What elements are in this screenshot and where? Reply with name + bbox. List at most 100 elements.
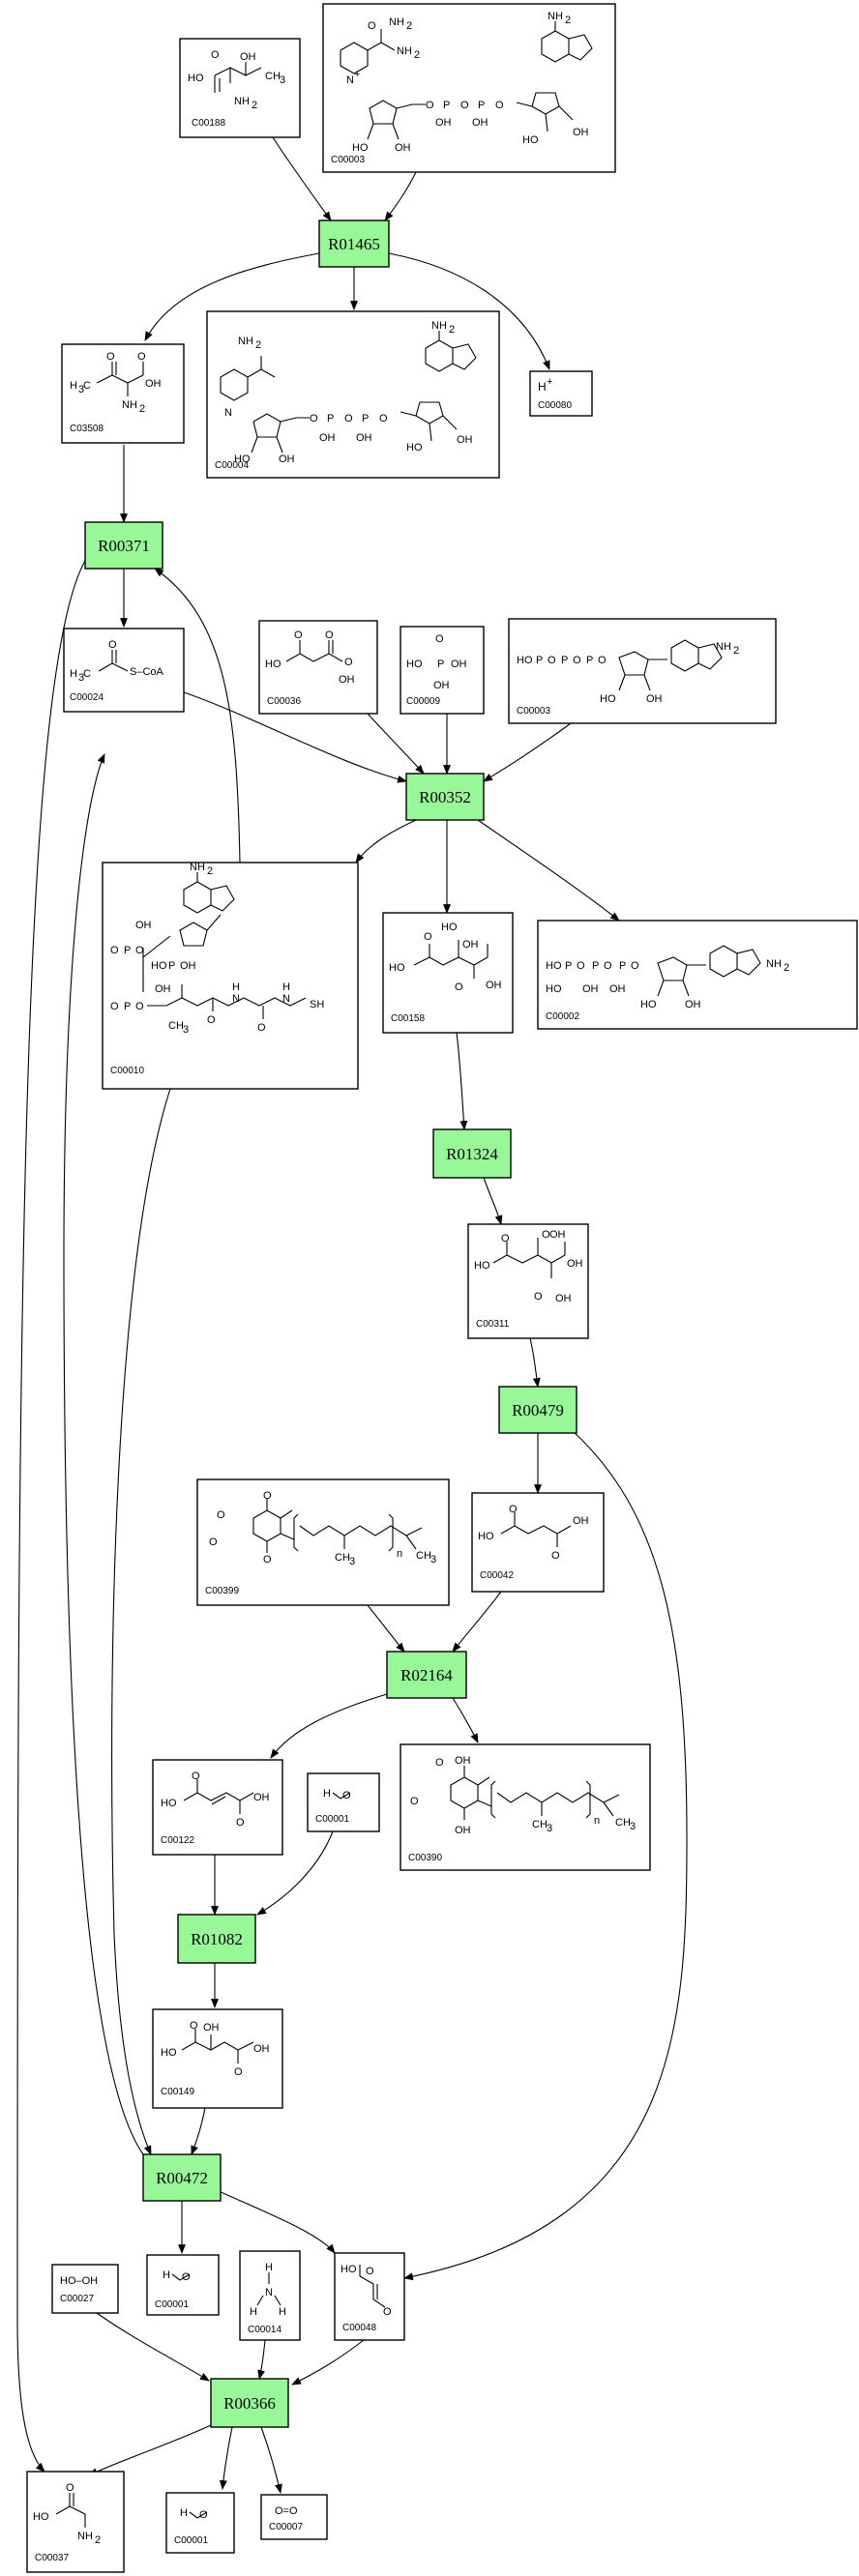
compound-c00007[interactable]: O=O C00007 [260, 2494, 328, 2540]
svg-text:HO: HO [161, 1798, 177, 1809]
svg-text:NH: NH [766, 958, 782, 970]
svg-text:HO: HO [389, 962, 405, 974]
svg-text:O: O [135, 945, 144, 956]
structure-c00027: HO–OH [60, 2275, 98, 2287]
svg-text:2: 2 [784, 962, 789, 974]
compound-c00027[interactable]: HO–OH C00027 [51, 2264, 119, 2314]
compound-c00158[interactable]: HO HO O OH O OH C00158 [382, 912, 514, 1034]
svg-text:P: P [124, 945, 131, 956]
svg-text:HO: HO [474, 1260, 490, 1272]
reaction-label: R00479 [512, 1401, 564, 1420]
svg-text:H: H [279, 2306, 286, 2318]
compound-label: C00122 [161, 1835, 194, 1846]
svg-text:2: 2 [139, 403, 145, 415]
structure-c00009: O HO P OH OH [406, 633, 467, 691]
compound-c00024[interactable]: H 3 C O S–CoA C00024 [63, 628, 185, 713]
compound-c00311[interactable]: O OH O HO OH O OH C00311 [467, 1223, 589, 1339]
compound-c00188[interactable]: OH HO CH 3 NH 2 O C00188 [179, 38, 301, 138]
edge-r02164-c00122 [270, 1693, 388, 1759]
svg-text:O: O [325, 629, 334, 641]
edge-r00352-c00010 [355, 819, 417, 864]
compound-c00001-3[interactable]: H O C00001 [165, 2492, 235, 2554]
reaction-r01465[interactable]: R01465 [318, 220, 390, 268]
compound-label: C00001 [155, 2299, 189, 2310]
edge-c00311-r00479 [529, 1337, 541, 1388]
edge-c00188-r01465 [272, 136, 332, 221]
reaction-r00371[interactable]: R00371 [84, 521, 163, 570]
svg-text:O: O [108, 639, 117, 651]
svg-text:2: 2 [406, 20, 412, 32]
svg-text:H: H [70, 380, 77, 392]
svg-text:OH: OH [339, 674, 355, 686]
svg-text:3: 3 [349, 1556, 355, 1567]
compound-c00001[interactable]: H O C00001 [307, 1772, 380, 1832]
svg-text:O: O [182, 2271, 191, 2283]
svg-text:O: O [344, 413, 353, 424]
svg-text:H: H [282, 981, 290, 993]
svg-text:+: + [547, 376, 552, 388]
svg-text:HO: HO [600, 693, 616, 705]
structure-c00014: H N H H [250, 2262, 286, 2318]
svg-text:P: P [536, 655, 543, 666]
svg-text:P: P [561, 655, 568, 666]
edge-r00366-c00007 [260, 2426, 282, 2494]
svg-text:HO: HO [517, 655, 533, 666]
reaction-r00352[interactable]: R00352 [405, 773, 485, 821]
reaction-r02164[interactable]: R02164 [386, 1651, 467, 1699]
compound-label: C00002 [546, 1011, 579, 1022]
compound-label: C00390 [408, 1853, 442, 1863]
compound-c00004[interactable]: NH 2 N O P O P O OH OH NH 2 HO OH HO OH … [206, 310, 500, 479]
compound-label: C00014 [248, 2325, 281, 2335]
compound-c03508[interactable]: H 3 C O OH O NH 2 C03508 [61, 343, 185, 444]
compound-c00048[interactable]: HO O O C00048 [334, 2252, 405, 2341]
compound-c00010[interactable]: NH 2 OH O P O HO P OH O P O OH CH 3 O H … [102, 862, 359, 1090]
compound-c00003[interactable]: NH 2 O NH 2 N + O P O P O OH OH NH 2 HO … [322, 3, 616, 173]
compound-c00009[interactable]: O HO P OH OH C00009 [400, 626, 485, 715]
structure-c00188: OH HO CH 3 NH 2 O [188, 49, 285, 111]
reaction-r00479[interactable]: R00479 [498, 1386, 578, 1434]
compound-label: C00158 [391, 1013, 425, 1024]
svg-text:NH: NH [234, 96, 250, 107]
svg-text:2: 2 [733, 645, 739, 657]
edge-c00399-r02164 [367, 1604, 405, 1653]
svg-text:+: + [354, 69, 360, 80]
reaction-label: R01465 [328, 235, 380, 253]
compound-label: C00048 [342, 2323, 376, 2333]
edge-c00024-r00352 [183, 691, 407, 783]
compound-c00080[interactable]: H + C00080 [529, 370, 593, 417]
svg-text:O: O [217, 1509, 225, 1521]
structure-c00122: HO O OH O [161, 1771, 270, 1829]
svg-text:OH: OH [573, 1515, 589, 1527]
svg-text:3: 3 [78, 672, 84, 684]
svg-text:P: P [586, 655, 593, 666]
svg-text:O: O [236, 1817, 245, 1829]
reaction-label: R01082 [191, 1930, 243, 1948]
reaction-r00366[interactable]: R00366 [210, 2378, 289, 2428]
svg-text:OH: OH [433, 680, 450, 691]
svg-text:S–CoA: S–CoA [130, 666, 164, 678]
svg-text:NH: NH [77, 2531, 93, 2542]
svg-text:O: O [199, 2509, 208, 2521]
compound-c00149[interactable]: HO O OH OH O C00149 [152, 2008, 283, 2109]
reaction-r01324[interactable]: R01324 [432, 1128, 512, 1179]
compound-c00002[interactable]: HO P O P O P O HO OH OH NH 2 HO OH C0000… [537, 920, 858, 1030]
compound-c00399[interactable]: O O O O n CH 3 CH 3 C00399 [196, 1478, 450, 1606]
edge-r00371-c00037 [16, 560, 86, 2473]
svg-text:O: O [501, 1233, 510, 1244]
reaction-label: R00366 [223, 2394, 276, 2413]
reaction-r01082[interactable]: R01082 [177, 1914, 256, 1964]
svg-text:NH: NH [397, 45, 412, 57]
compound-c00001-2[interactable]: H O C00001 [146, 2254, 220, 2316]
svg-text:O: O [294, 629, 303, 641]
compound-c00122[interactable]: HO O OH O C00122 [152, 1759, 283, 1856]
compound-c00036[interactable]: HO O O OH O C00036 [258, 620, 378, 715]
svg-text:NH: NH [122, 399, 137, 411]
compound-c00014[interactable]: H N H H C00014 [239, 2250, 301, 2341]
compound-c00037[interactable]: HO O NH 2 C00037 [26, 2471, 125, 2573]
compound-c00003-2[interactable]: HO P O P O P O NH 2 HO OH C00003 [508, 618, 777, 724]
compound-c00390[interactable]: OH O O OH n CH 3 CH 3 C00390 [400, 1743, 651, 1871]
reaction-r00472[interactable]: R00472 [142, 2153, 222, 2202]
reaction-label: R00371 [98, 537, 150, 555]
compound-label: C00399 [205, 1586, 239, 1596]
compound-c00042[interactable]: HO O OH O C00042 [471, 1492, 605, 1593]
